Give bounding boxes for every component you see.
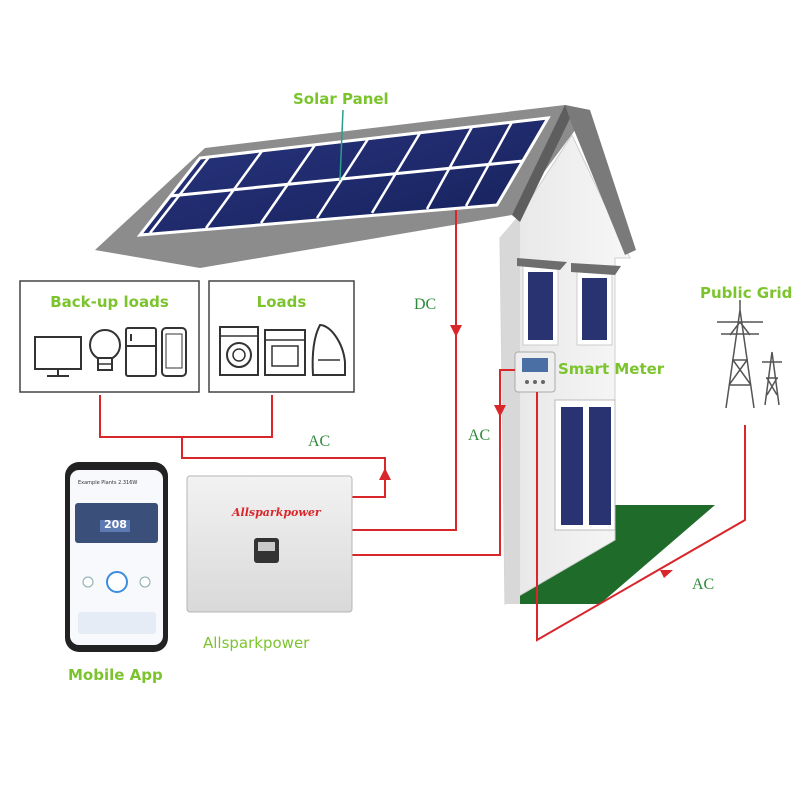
ac-loads-flow-label: AC	[308, 433, 331, 450]
wiring	[99, 210, 746, 642]
bulb-icon	[89, 329, 121, 371]
roof-edge	[512, 105, 575, 222]
upper-windows	[517, 258, 621, 346]
door	[554, 399, 616, 531]
solar-panel-pointer	[339, 109, 344, 181]
backup-loads-title: Back-up loads	[50, 293, 169, 311]
inverter-brand-logo: Allsparkpower	[232, 506, 321, 519]
smart-meter-label: Smart Meter	[558, 360, 665, 378]
inverter-unit	[186, 475, 353, 613]
ac-grid-flow-label: AC	[692, 576, 715, 593]
mobile-app-phone	[65, 462, 168, 652]
public-grid-label: Public Grid	[700, 284, 793, 302]
solar-panel-label: Solar Panel	[293, 90, 389, 108]
phone-icon	[161, 327, 187, 377]
inverter-caption: Allsparkpower	[203, 634, 310, 652]
flow-arrows	[379, 325, 673, 578]
phone-power-value: 208	[104, 518, 127, 531]
ac-meter-flow-label: AC	[468, 427, 491, 444]
phone-plant-name: Example Plants 2.316W	[78, 480, 138, 486]
solar-panel-array	[136, 116, 551, 237]
oven-icon	[264, 329, 306, 376]
mobile-app-label: Mobile App	[68, 666, 163, 684]
smart-meter-device	[514, 351, 556, 393]
fridge-icon	[125, 327, 157, 377]
washer-icon	[219, 326, 259, 376]
side-wall	[500, 215, 520, 604]
dc-flow-label: DC	[414, 296, 437, 313]
loads-title: Loads	[256, 293, 307, 311]
lawn	[505, 505, 715, 604]
roof-gable-trim	[565, 105, 636, 255]
iron-icon	[311, 323, 346, 376]
tv-icon	[34, 336, 82, 377]
pylon-icon	[717, 300, 782, 409]
